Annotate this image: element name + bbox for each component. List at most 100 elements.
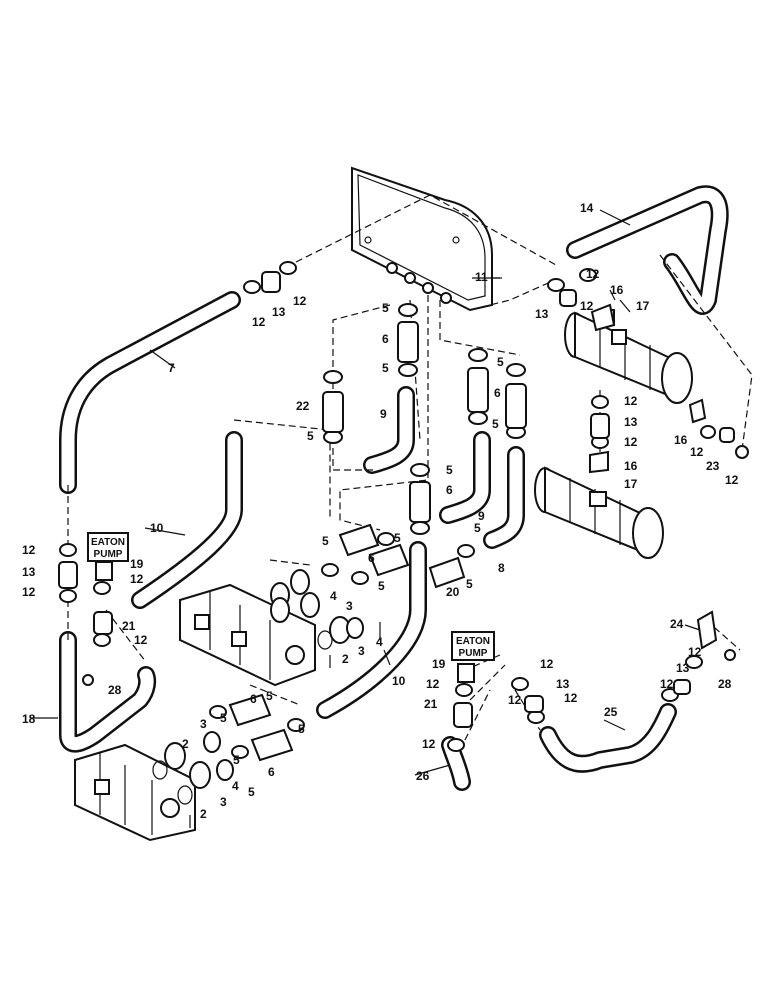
callout-12: 12 — [252, 315, 266, 329]
callout-12: 12 — [624, 435, 638, 449]
callout-4: 4 — [232, 779, 239, 793]
callout-28: 28 — [108, 683, 122, 697]
callout-5: 5 — [466, 577, 473, 591]
eaton-text: EATON — [456, 636, 490, 647]
callout-4: 4 — [376, 635, 383, 649]
callout-2: 2 — [200, 807, 207, 821]
callout-5: 5 — [266, 689, 273, 703]
hose-10-upper — [131, 431, 243, 609]
eaton-pump-label-left: EATON PUMP — [87, 532, 129, 562]
callout-21: 21 — [122, 619, 136, 633]
pump-outlet-fittings — [152, 569, 381, 828]
callout-6: 6 — [382, 332, 389, 346]
callout-25: 25 — [604, 705, 618, 719]
callout-12: 12 — [688, 645, 702, 659]
hose-9-left — [363, 386, 415, 474]
callout-5: 5 — [492, 417, 499, 431]
callout-5: 5 — [497, 355, 504, 369]
callout-21: 21 — [424, 697, 438, 711]
callout-5: 5 — [322, 534, 329, 548]
callout-14: 14 — [580, 201, 594, 215]
callout-13: 13 — [676, 661, 690, 675]
leader-lines — [30, 209, 701, 776]
callout-12: 12 — [134, 633, 148, 647]
callout-16: 16 — [624, 459, 638, 473]
callout-10: 10 — [150, 521, 164, 535]
callout-numbers: 11 14 7 12 13 12 5 6 5 22 5 9 5 6 5 5 6 … — [22, 201, 739, 821]
hose-25 — [539, 703, 677, 773]
pump-text: PUMP — [94, 549, 123, 560]
callout-16: 16 — [674, 433, 688, 447]
callout-12: 12 — [580, 299, 594, 313]
coupling-sleeves — [58, 271, 735, 762]
callout-5: 5 — [298, 722, 305, 736]
callout-12: 12 — [660, 677, 674, 691]
callout-6: 6 — [446, 483, 453, 497]
callout-17: 17 — [624, 477, 638, 491]
callout-13: 13 — [556, 677, 570, 691]
callout-9: 9 — [380, 407, 387, 421]
pump-text: PUMP — [459, 648, 488, 659]
callout-13: 13 — [272, 305, 286, 319]
hose-18 — [59, 631, 157, 753]
callout-3: 3 — [346, 599, 353, 613]
callout-22: 22 — [296, 399, 310, 413]
callout-5: 5 — [220, 711, 227, 725]
callout-5: 5 — [382, 361, 389, 375]
callout-17: 17 — [636, 299, 650, 313]
callout-5: 5 — [233, 753, 240, 767]
filter-lower — [534, 466, 664, 559]
callout-10: 10 — [392, 674, 406, 688]
callout-12: 12 — [508, 693, 522, 707]
callout-3: 3 — [358, 644, 365, 658]
callout-4: 4 — [330, 589, 337, 603]
callout-5: 5 — [307, 429, 314, 443]
callout-28: 28 — [718, 677, 732, 691]
pump-upper — [179, 583, 316, 687]
hose-7 — [59, 291, 241, 494]
callout-18: 18 — [22, 712, 36, 726]
callout-12: 12 — [725, 473, 739, 487]
callout-12: 12 — [586, 267, 600, 281]
reservoir-tank — [351, 166, 502, 312]
callout-12: 12 — [624, 394, 638, 408]
callout-24: 24 — [670, 617, 684, 631]
callout-12: 12 — [22, 543, 36, 557]
callout-5: 5 — [446, 463, 453, 477]
callout-23: 23 — [706, 459, 720, 473]
eaton-pump-label-right: EATON PUMP — [451, 631, 495, 661]
pump-lower — [74, 743, 196, 842]
callout-6: 6 — [368, 551, 375, 565]
callout-19: 19 — [130, 557, 144, 571]
callout-6: 6 — [494, 386, 501, 400]
callout-20: 20 — [446, 585, 460, 599]
callout-12: 12 — [22, 585, 36, 599]
hose-9-right — [439, 431, 491, 524]
callout-5: 5 — [474, 521, 481, 535]
hex-nuts — [59, 261, 749, 759]
callout-26: 26 — [416, 769, 430, 783]
callout-5: 5 — [382, 301, 389, 315]
callout-2: 2 — [342, 652, 349, 666]
callout-9: 9 — [478, 509, 485, 523]
callout-13: 13 — [535, 307, 549, 321]
callout-6: 6 — [268, 765, 275, 779]
callout-13: 13 — [22, 565, 36, 579]
callout-16: 16 — [610, 283, 624, 297]
callout-3: 3 — [220, 795, 227, 809]
callout-12: 12 — [293, 294, 307, 308]
callout-19: 19 — [432, 657, 446, 671]
hose-8 — [483, 446, 525, 549]
hose-10-lower — [316, 541, 427, 719]
eaton-text: EATON — [91, 537, 125, 548]
callout-6: 6 — [250, 692, 257, 706]
filter-upper — [564, 309, 693, 404]
callout-2: 2 — [182, 737, 189, 751]
callout-5: 5 — [248, 785, 255, 799]
callout-8: 8 — [498, 561, 505, 575]
callout-12: 12 — [690, 445, 704, 459]
callout-11: 11 — [475, 270, 488, 284]
callout-12: 12 — [426, 677, 440, 691]
callout-5: 5 — [378, 579, 385, 593]
